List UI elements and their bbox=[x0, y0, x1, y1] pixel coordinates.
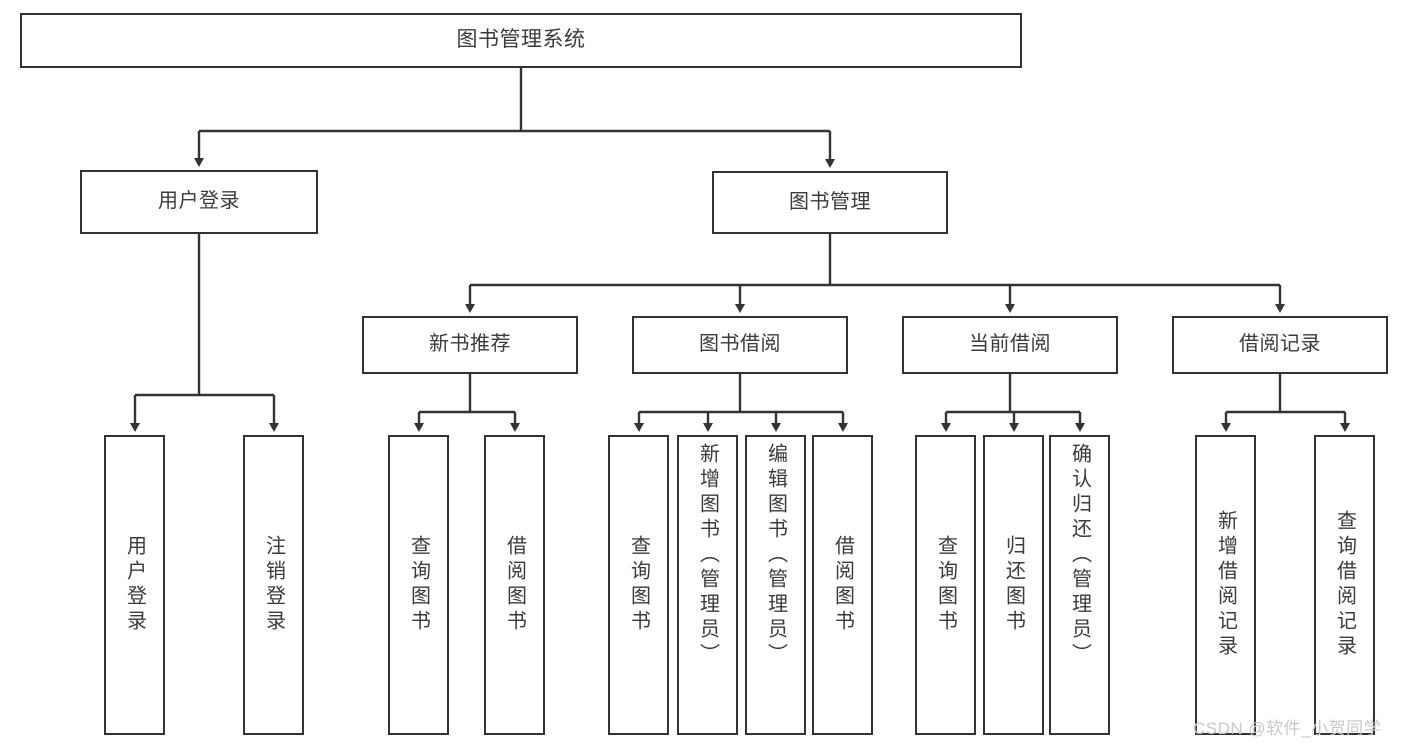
node-leaf-query-borrow-record-label: 查询借阅记录 bbox=[1333, 510, 1356, 660]
node-leaf-borrow-book-b-label: 借阅图书 bbox=[831, 535, 854, 635]
node-leaf-confirm-return[interactable]: 确认归还（管理员） bbox=[1049, 435, 1110, 735]
node-leaf-edit-book-label: 编辑图书（管理员） bbox=[764, 443, 787, 668]
node-user-login[interactable]: 用户登录 bbox=[80, 170, 318, 234]
node-new-book-recommend[interactable]: 新书推荐 bbox=[362, 316, 578, 374]
node-book-borrow[interactable]: 图书借阅 bbox=[632, 316, 848, 374]
node-leaf-user-logout-label: 注销登录 bbox=[262, 535, 285, 635]
node-leaf-query-book-c[interactable]: 查询图书 bbox=[915, 435, 976, 735]
node-leaf-add-borrow-record[interactable]: 新增借阅记录 bbox=[1195, 435, 1256, 735]
node-user-login-label: 用户登录 bbox=[158, 190, 240, 213]
node-leaf-borrow-book-b[interactable]: 借阅图书 bbox=[812, 435, 873, 735]
node-borrow-record[interactable]: 借阅记录 bbox=[1172, 316, 1388, 374]
watermark: CSDN @软件_小贺同学 bbox=[1193, 719, 1382, 738]
node-leaf-borrow-book-a[interactable]: 借阅图书 bbox=[484, 435, 545, 735]
node-leaf-user-logout[interactable]: 注销登录 bbox=[243, 435, 304, 735]
node-new-book-recommend-label: 新书推荐 bbox=[429, 333, 511, 356]
node-leaf-query-book-c-label: 查询图书 bbox=[934, 535, 957, 635]
node-leaf-query-book-b[interactable]: 查询图书 bbox=[608, 435, 669, 735]
node-root-label: 图书管理系统 bbox=[456, 28, 586, 52]
node-leaf-return-book[interactable]: 归还图书 bbox=[983, 435, 1044, 735]
node-leaf-edit-book[interactable]: 编辑图书（管理员） bbox=[745, 435, 806, 735]
node-leaf-confirm-return-label: 确认归还（管理员） bbox=[1068, 443, 1091, 668]
node-leaf-add-borrow-record-label: 新增借阅记录 bbox=[1214, 510, 1237, 660]
node-leaf-return-book-label: 归还图书 bbox=[1002, 535, 1025, 635]
node-leaf-add-book-label: 新增图书（管理员） bbox=[696, 443, 719, 668]
node-leaf-user-login[interactable]: 用户登录 bbox=[104, 435, 165, 735]
node-current-borrow[interactable]: 当前借阅 bbox=[902, 316, 1118, 374]
node-root[interactable]: 图书管理系统 bbox=[20, 13, 1022, 68]
node-borrow-record-label: 借阅记录 bbox=[1239, 333, 1321, 356]
node-leaf-borrow-book-a-label: 借阅图书 bbox=[503, 535, 526, 635]
node-leaf-query-book-a-label: 查询图书 bbox=[407, 535, 430, 635]
node-leaf-query-borrow-record[interactable]: 查询借阅记录 bbox=[1314, 435, 1375, 735]
node-leaf-query-book-a[interactable]: 查询图书 bbox=[388, 435, 449, 735]
node-book-manage[interactable]: 图书管理 bbox=[712, 171, 948, 234]
node-leaf-user-login-label: 用户登录 bbox=[123, 535, 146, 635]
node-book-borrow-label: 图书借阅 bbox=[699, 333, 781, 356]
node-leaf-query-book-b-label: 查询图书 bbox=[627, 535, 650, 635]
node-current-borrow-label: 当前借阅 bbox=[969, 333, 1051, 356]
node-book-manage-label: 图书管理 bbox=[789, 190, 871, 213]
node-leaf-add-book[interactable]: 新增图书（管理员） bbox=[677, 435, 738, 735]
